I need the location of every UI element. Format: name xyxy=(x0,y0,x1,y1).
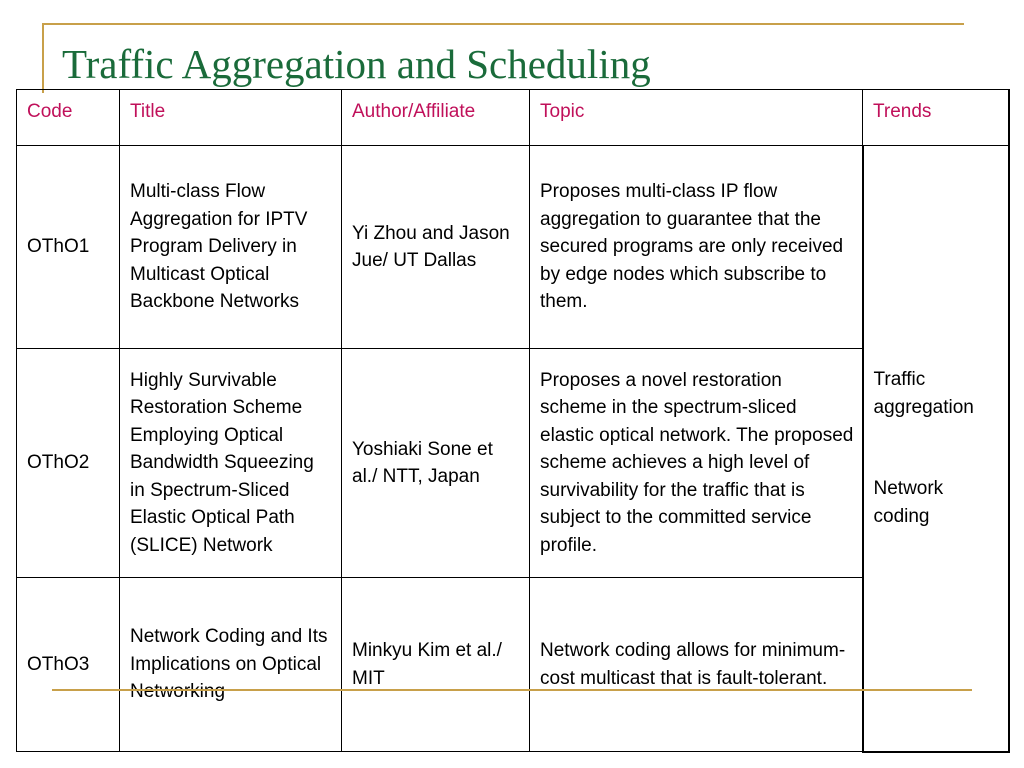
header-topic: Topic xyxy=(529,89,863,146)
top-accent-rule xyxy=(42,23,964,25)
table-row: OThO1 Multi-class Flow Aggregation for I… xyxy=(16,145,1010,753)
trend-item: Network coding xyxy=(873,478,944,527)
cell-title: Network Coding and Its Implications on O… xyxy=(119,577,342,752)
slide-title: Traffic Aggregation and Scheduling xyxy=(62,41,651,87)
cell-topic: Proposes multi-class IP flow aggregation… xyxy=(529,145,863,349)
header-author: Author/Affiliate xyxy=(341,89,530,146)
header-trends: Trends xyxy=(862,89,1010,146)
bottom-accent-rule xyxy=(52,689,972,691)
table-row: OThO2 Highly Survivable Restoration Sche… xyxy=(16,348,1009,578)
trend-item: Traffic aggregation xyxy=(873,369,974,418)
header-code: Code xyxy=(16,89,120,146)
cell-code: OThO3 xyxy=(16,577,120,752)
cell-topic: Proposes a novel restoration scheme in t… xyxy=(529,348,863,578)
cell-title: Multi-class Flow Aggregation for IPTV Pr… xyxy=(119,145,342,349)
cell-topic: Network coding allows for minimum-cost m… xyxy=(529,577,863,752)
cell-code: OThO1 xyxy=(16,145,120,349)
cell-author: Yoshiaki Sone et al./ NTT, Japan xyxy=(341,348,530,578)
papers-table: Code Title Author/Affiliate Topic Trends… xyxy=(16,89,1010,753)
header-title: Title xyxy=(119,89,342,146)
cell-trends: Traffic aggregation Network coding xyxy=(861,145,1010,753)
table-header-row: Code Title Author/Affiliate Topic Trends xyxy=(16,89,1010,146)
cell-author: Yi Zhou and Jason Jue/ UT Dallas xyxy=(341,145,530,349)
cell-author: Minkyu Kim et al./ MIT xyxy=(341,577,530,752)
cell-code: OThO2 xyxy=(16,348,120,578)
table-row: OThO3 Network Coding and Its Implication… xyxy=(16,577,1009,752)
cell-title: Highly Survivable Restoration Scheme Emp… xyxy=(119,348,342,578)
left-accent-rule xyxy=(42,23,44,93)
trend-spacer xyxy=(874,421,998,475)
